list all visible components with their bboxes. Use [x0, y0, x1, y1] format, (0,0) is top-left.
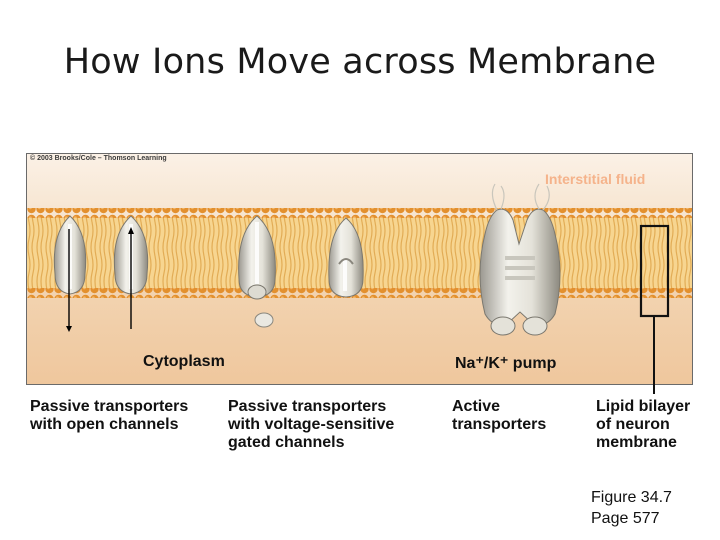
figure-number: Figure 34.7 — [591, 489, 672, 506]
membrane-illustration — [27, 183, 692, 336]
membrane-figure: © 2003 Brooks/Cole – Thomson Learning — [26, 153, 693, 385]
figure-reference: Figure 34.7 Page 577 — [591, 487, 672, 529]
cytoplasm-label: Cytoplasm — [143, 353, 225, 370]
ion-path-arrow-head — [128, 227, 134, 234]
caption-open-channels: Passive transporters with open channels — [30, 398, 189, 433]
interstitial-fluid-label: Interstitial fluid — [545, 171, 646, 187]
sodium-potassium-pump — [479, 183, 561, 336]
page-number: Page 577 — [591, 510, 660, 527]
caption-lipid-bilayer: Lipid bilayer of neuron membrane — [596, 398, 691, 451]
gated-channel-protein — [238, 215, 276, 328]
slide-title: How Ions Move across Membrane — [63, 42, 657, 82]
caption-gated-channels: Passive transporters with voltage-sensit… — [228, 398, 395, 451]
inner-lipid-heads — [27, 288, 692, 298]
gated-channel-protein — [328, 217, 364, 298]
outer-lipid-heads — [27, 208, 692, 218]
pump-label: Na⁺/K⁺ pump — [455, 355, 557, 372]
copyright-text: © 2003 Brooks/Cole – Thomson Learning — [30, 155, 167, 162]
open-channel-protein — [53, 215, 87, 295]
caption-active-transporters: Active transporters — [452, 398, 547, 433]
ion-path-arrow-head — [66, 326, 72, 332]
